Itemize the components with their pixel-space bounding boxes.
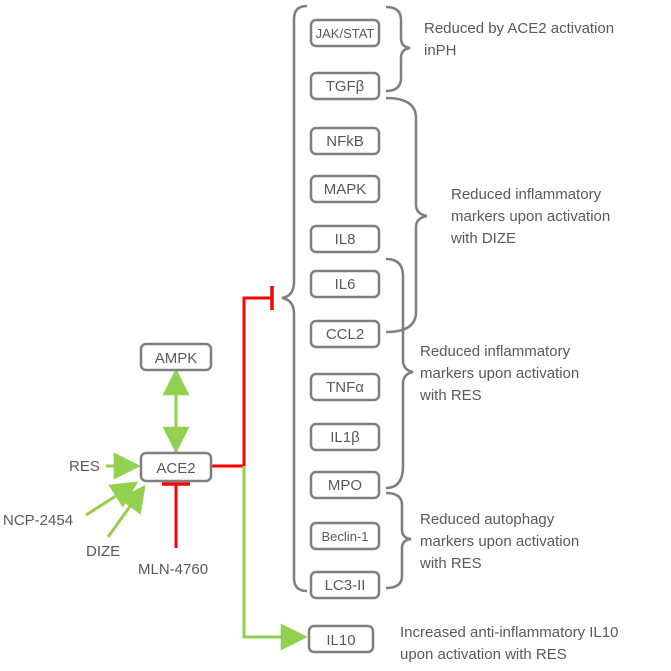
brace-ace2-ph [385,5,411,93]
ncp2454-label: NCP-2454 [3,512,73,529]
annotation-line: Reduced inflammatory [420,343,571,360]
marker-box-il8 [309,224,381,254]
ace2-box [139,451,213,483]
ace2-to-il10-activation [242,466,308,651]
ace2-to-markers-inhibition [212,296,272,468]
marker-box-mpo [309,470,381,500]
il10-box [307,624,375,654]
marker-box-beclin1 [309,521,381,551]
marker-label-il6: IL6 [335,276,356,293]
brace-res-inflammatory [385,257,414,490]
annotation-line: Reduced inflammatory [451,186,602,203]
annotation-line: inPH [424,42,457,59]
marker-label-il8: IL8 [335,231,356,248]
marker-label-mapk: MAPK [324,181,367,198]
marker-label-lc3ii: LC3-II [325,577,366,594]
annotation-res-inflammatory: Reduced inflammatory markers upon activat… [419,343,579,404]
annotation-ace2-ph: Reduced by ACE2 activation inPH [424,20,614,59]
annotation-res-autophagy: Reduced autophagy markers upon activation… [419,511,579,572]
annotation-line: with DIZE [450,230,516,247]
marker-box-il6 [309,269,381,299]
marker-box-ccl2 [309,319,381,349]
annotation-line: markers upon activation [420,365,579,382]
annotation-line: Increased anti-inflammatory IL10 [400,624,618,641]
il10-label: IL10 [326,632,355,649]
dize-label: DIZE [86,543,120,560]
annotation-line: with RES [419,555,482,572]
marker-box-il1b [309,422,381,452]
marker-label-ccl2: CCL2 [326,326,364,343]
marker-box-tgfb [309,71,381,101]
marker-label-il1b: IL1β [330,429,360,446]
marker-box-lc3ii [309,570,381,600]
marker-label-beclin1: Beclin-1 [322,529,369,544]
marker-label-tnfa: TNFα [326,379,364,396]
annotation-line: upon activation with RES [400,646,567,663]
annotation-line: Reduced autophagy [420,511,555,528]
ampk-box [139,342,213,372]
annotation-dize-inflammatory: Reduced inflammatory markers upon activat… [450,186,610,247]
marker-label-nfkb: NFkB [326,133,364,150]
ampk-label: AMPK [155,350,198,367]
marker-box-nfkb [309,126,381,156]
annotation-line: Reduced by ACE2 activation [424,20,614,37]
res-label: RES [69,458,100,475]
mln4760-label: MLN-4760 [138,561,208,578]
marker-box-jak-stat [309,18,381,48]
marker-label-mpo: MPO [328,477,362,494]
marker-label-tgfb: TGFβ [326,78,365,95]
annotation-line: markers upon activation [451,208,610,225]
ace2-label: ACE2 [156,460,195,477]
marker-box-tnfa [309,372,381,402]
brace-res-autophagy [385,491,412,590]
marker-box-mapk [309,174,381,204]
annotation-il10: Increased anti-inflammatory IL10 upon act… [400,624,618,663]
annotation-line: markers upon activation [420,533,579,550]
marker-label-jak-stat: JAK/STAT [316,26,375,41]
dize-to-ace2-arrow [106,484,146,538]
brace-dize [385,96,428,334]
annotation-line: with RES [419,387,482,404]
marker-bracket [281,4,308,593]
